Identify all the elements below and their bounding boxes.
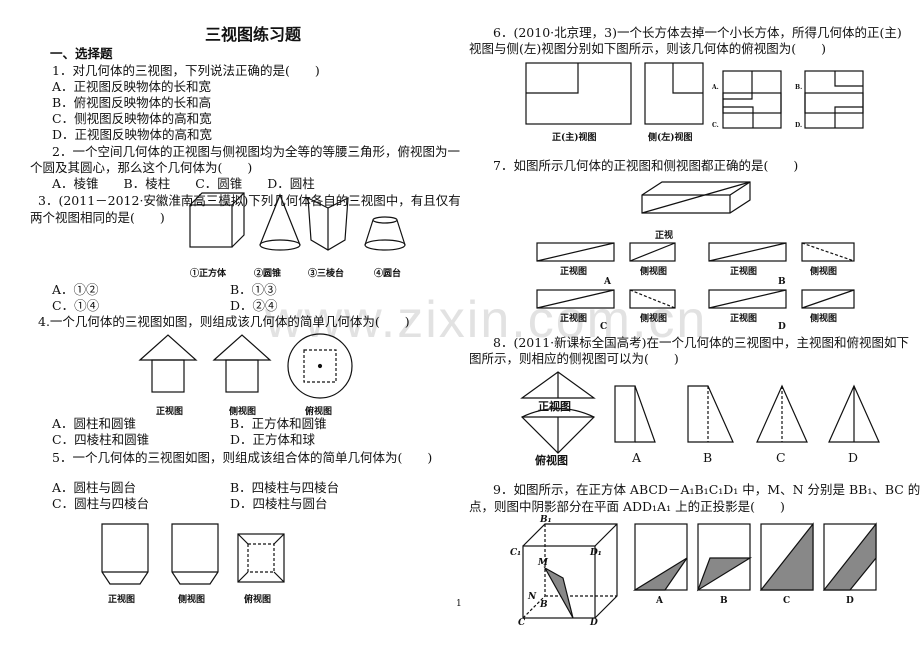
q8-views-figure xyxy=(520,371,880,454)
q9-choice-c[interactable]: C xyxy=(783,596,791,606)
page-number: 1 xyxy=(456,599,462,609)
q1-option-b: B．俯视图反映物体的长和高 xyxy=(52,95,212,110)
q5-label-top: 俯视图 xyxy=(244,595,272,605)
q3-label-4: ④圆台 xyxy=(374,269,402,279)
q5-option-b: B．四棱柱与四棱台 xyxy=(230,480,340,495)
q8-stem: 8．(2011·新课标全国高考)在一个几何体的三视图中，主视图和俯视图如下 xyxy=(493,335,909,350)
cube-label-n: N xyxy=(528,592,537,602)
q7-choice-b[interactable]: B xyxy=(778,277,786,287)
cube-label-d1: D₁ xyxy=(590,548,602,558)
q5-views-figure xyxy=(101,523,285,585)
q8-top-label: 俯视图 xyxy=(535,454,568,467)
q3-solids-figure xyxy=(189,192,406,251)
q4-option-c: C．四棱柱和圆锥 xyxy=(52,432,150,447)
q7-b-front: 正视图 xyxy=(730,267,758,277)
cube-label-b: B xyxy=(540,600,548,610)
q9-choice-d[interactable]: D xyxy=(846,596,854,606)
q6-label-front: 正(主)视图 xyxy=(552,133,597,143)
q5-option-a: A．圆柱与圆台 xyxy=(52,480,137,495)
q4-label-side: 侧视图 xyxy=(229,407,257,417)
q4-label-front: 正视图 xyxy=(156,407,184,417)
q7-a-side: 侧视图 xyxy=(640,267,668,277)
q7-figure-label: 正视 xyxy=(655,231,674,241)
q6-label-side: 侧(左)视图 xyxy=(648,133,693,143)
q4-option-b: B．正方体和圆锥 xyxy=(230,416,327,431)
q5-option-c: C．圆柱与四棱台 xyxy=(52,496,150,511)
q5-label-side: 侧视图 xyxy=(178,595,206,605)
q8-choice-d[interactable]: D xyxy=(848,450,859,465)
q7-choice-c[interactable]: C xyxy=(600,322,608,332)
q8-choice-a[interactable]: A xyxy=(632,450,642,465)
q4-option-d: D．正方体和球 xyxy=(230,432,316,447)
q9-cube-and-choices-figure xyxy=(522,522,877,619)
q4-option-a: A．圆柱和圆锥 xyxy=(52,416,137,431)
q2-stem: 2．一个空间几何体的正视图与侧视图均为全等的等腰三角形，俯视图为一 xyxy=(52,144,460,159)
q2-stem-cont: 个圆及其圆心，那么这个几何体为( ) xyxy=(30,160,253,175)
q9-choice-b[interactable]: B xyxy=(720,596,728,606)
q6-choices-cd-figure xyxy=(722,92,864,129)
q1-option-d: D．正视图反映物体的高和宽 xyxy=(52,127,213,142)
cube-label-b1: B₁ xyxy=(540,515,552,525)
q7-d-side: 侧视图 xyxy=(810,314,838,324)
q7-choice-d[interactable]: D xyxy=(778,322,786,332)
q6-stem-cont: 视图与侧(左)视图分别如下图所示，则该几何体的俯视图为( ) xyxy=(469,41,827,56)
q1-option-a: A．正视图反映物体的长和宽 xyxy=(52,79,212,94)
q7-b-side: 侧视图 xyxy=(810,267,838,277)
q6-choice-c[interactable]: C. xyxy=(712,122,719,129)
q7-choice-a[interactable]: A xyxy=(604,277,611,287)
q1-stem: 1．对几何体的三视图，下列说法正确的是( ) xyxy=(52,63,320,78)
q3-label-3: ③三棱台 xyxy=(308,269,345,279)
q8-stem-cont: 图所示，则相应的侧视图可以为( ) xyxy=(469,351,679,366)
q9-stem: 9．如图所示，在正方体 ABCD－A₁B₁C₁D₁ 中，M、N 分别是 BB₁、… xyxy=(493,482,920,497)
q5-stem: 5．一个几何体的三视图如图，则组成该组合体的简单几何体为( ) xyxy=(52,450,433,465)
q7-stem: 7．如图所示几何体的正视图和侧视图都正确的是( ) xyxy=(493,158,799,173)
q8-choice-c[interactable]: C xyxy=(776,450,786,465)
section-heading: 一、选择题 xyxy=(50,46,113,61)
page-title: 三视图练习题 xyxy=(205,25,302,44)
q6-stem: 6．(2010·北京理，3)一个长方体去掉一个小长方体，所得几何体的正(主) xyxy=(493,25,902,40)
q9-stem-cont: 点，则图中阴影部分在平面 ADD₁A₁ 上的正投影是( ) xyxy=(469,499,785,514)
q7-c-front: 正视图 xyxy=(560,314,588,324)
q7-choices-figure xyxy=(536,242,855,309)
q4-label-top: 俯视图 xyxy=(305,407,333,417)
q7-a-front: 正视图 xyxy=(560,267,588,277)
q3-stem-cont: 两个视图相同的是( ) xyxy=(30,210,165,225)
q7-c-side: 侧视图 xyxy=(640,314,668,324)
q8-choice-b[interactable]: B xyxy=(703,450,713,465)
cube-label-c1: C₁ xyxy=(510,548,522,558)
q1-option-c: C．侧视图反映物体的高和宽 xyxy=(52,111,212,126)
q3-stem: 3．(2011－2012·安徽淮南高三模拟)下列几何体各自的三视图中，有且仅有 xyxy=(38,193,461,208)
cube-label-d: D xyxy=(590,618,598,628)
q3-label-2: ②圆锥 xyxy=(254,269,282,279)
q4-stem: 4.一个几何体的三视图如图，则组成该几何体的简单几何体为( ) xyxy=(38,314,410,329)
q7-d-front: 正视图 xyxy=(730,314,758,324)
q3-option-c: C．①④ xyxy=(52,298,100,313)
q5-label-front: 正视图 xyxy=(108,595,136,605)
q3-label-1: ①正方体 xyxy=(190,269,227,279)
q8-front-label: 正视图 xyxy=(538,400,571,413)
q3-option-a: A．①② xyxy=(52,282,99,297)
q7-solid-figure xyxy=(641,181,751,214)
q6-choice-a[interactable]: A. xyxy=(712,84,719,91)
q6-choice-d[interactable]: D. xyxy=(795,122,803,129)
cube-label-c: C xyxy=(518,618,526,628)
q6-choice-b[interactable]: B. xyxy=(795,84,803,91)
q5-option-d: D．四棱柱与圆台 xyxy=(230,496,328,511)
q3-option-b: B．①③ xyxy=(230,282,277,297)
q2-options: A．棱锥 B．棱柱 C．圆锥 D．圆柱 xyxy=(52,176,315,191)
cube-label-m: M xyxy=(538,558,548,568)
q3-option-d: D．②④ xyxy=(230,298,278,313)
q6-views-figure xyxy=(525,62,864,125)
q4-views-figure xyxy=(138,333,353,399)
q9-choice-a[interactable]: A xyxy=(656,596,663,606)
